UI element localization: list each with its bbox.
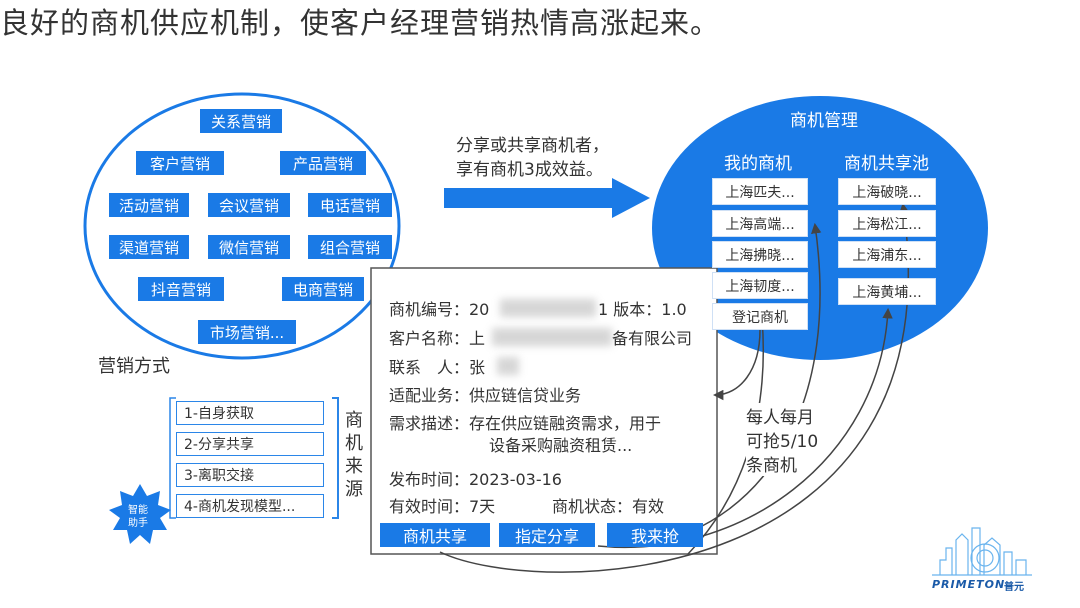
assign-share-button[interactable]: 指定分享 xyxy=(499,523,595,547)
source-discovery-model: 4-商机发现模型... xyxy=(176,494,324,518)
my-opportunities-title: 我的商机 xyxy=(724,154,792,174)
marketing-conference: 会议营销 xyxy=(208,193,290,217)
pool-opportunity-item[interactable]: 上海黄埔... xyxy=(838,278,936,305)
marketing-ecommerce: 电商营销 xyxy=(282,277,364,301)
card-id-prefix: 商机编号：20 xyxy=(389,300,490,319)
grab-note-line3: 条商机 xyxy=(746,451,797,476)
ai-badge-text1: 智能 xyxy=(128,505,148,516)
grab-note-line1: 每人每月 xyxy=(746,403,814,428)
share-arrow xyxy=(444,178,650,218)
marketing-ellipse xyxy=(83,92,401,360)
card-description: 需求描述：存在供应链融资需求，用于 xyxy=(389,414,662,433)
card-customer-prefix: 客户名称：上 xyxy=(389,329,486,348)
my-opportunity-item[interactable]: 上海高端... xyxy=(712,210,808,237)
ai-badge-text2: 助手 xyxy=(128,518,148,529)
my-opportunity-item[interactable]: 上海拂晓... xyxy=(712,241,808,268)
card-customer-redacted xyxy=(492,328,612,346)
opportunity-card-frame xyxy=(370,267,718,555)
opportunity-pool-title: 商机共享池 xyxy=(844,154,929,174)
share-note-line2: 享有商机3成效益。 xyxy=(456,160,603,180)
sources-vertical-char: 来 xyxy=(345,456,363,477)
primeton-logo-cn: 普元 xyxy=(1004,582,1024,593)
marketing-combined: 组合营销 xyxy=(308,235,392,259)
card-publish-time: 发布时间：2023-03-16 xyxy=(389,470,562,489)
share-note-line1: 分享或共享商机者， xyxy=(456,136,609,156)
sources-vertical-char: 机 xyxy=(345,433,363,454)
register-opportunity-button[interactable]: 登记商机 xyxy=(712,303,808,330)
sources-vertical-char: 源 xyxy=(345,479,363,500)
card-description-cont: 设备采购融资租赁... xyxy=(489,436,633,455)
source-share: 2-分享共享 xyxy=(176,432,324,456)
sources-bracket-left xyxy=(169,397,176,519)
my-opportunity-item[interactable]: 上海匹夫... xyxy=(712,178,808,205)
grab-opportunity-button[interactable]: 我来抢 xyxy=(607,523,703,547)
card-id-redacted xyxy=(500,299,596,317)
marketing-event: 活动营销 xyxy=(109,193,189,217)
pool-opportunity-item[interactable]: 上海浦东... xyxy=(838,241,936,268)
card-contact-redacted xyxy=(497,357,519,375)
marketing-label: 营销方式 xyxy=(98,356,170,377)
card-business: 适配业务：供应链信贷业务 xyxy=(389,386,582,405)
marketing-customer: 客户营销 xyxy=(136,151,224,175)
marketing-wechat: 微信营销 xyxy=(208,235,290,259)
my-opportunity-item[interactable]: 上海韧度... xyxy=(712,272,808,299)
marketing-market: 市场营销... xyxy=(198,320,296,344)
share-opportunity-button[interactable]: 商机共享 xyxy=(380,523,490,547)
card-status: 商机状态：有效 xyxy=(552,497,665,516)
sources-vertical-char: 商 xyxy=(345,410,363,431)
pool-opportunity-item[interactable]: 上海破晓... xyxy=(838,178,936,205)
source-self: 1-自身获取 xyxy=(176,401,324,425)
primeton-logo-skyline xyxy=(932,527,1032,576)
connector-4 xyxy=(439,202,910,573)
card-contact: 联系 人：张 xyxy=(389,358,486,377)
page-title: 良好的商机供应机制，使客户经理营销热情高涨起来。 xyxy=(0,6,721,40)
pool-opportunity-item[interactable]: 上海松江... xyxy=(838,210,936,237)
marketing-douyin: 抖音营销 xyxy=(138,277,224,301)
primeton-logo-text: PRIMETON xyxy=(932,578,1006,591)
ai-badge-burst xyxy=(109,484,171,544)
connector-5 xyxy=(712,329,761,401)
marketing-channel: 渠道营销 xyxy=(109,235,189,259)
marketing-product: 产品营销 xyxy=(280,151,366,175)
card-valid-time: 有效时间：7天 xyxy=(389,497,496,516)
card-customer-suffix: 备有限公司 xyxy=(612,329,693,348)
sources-bracket xyxy=(332,397,339,519)
marketing-phone: 电话营销 xyxy=(308,193,392,217)
card-id-version: 1 版本：1.0 xyxy=(598,300,687,319)
grab-note-line2: 可抢5/10 xyxy=(746,427,819,452)
marketing-relationship: 关系营销 xyxy=(200,109,282,133)
source-handover: 3-离职交接 xyxy=(176,463,324,487)
management-title: 商机管理 xyxy=(790,111,858,131)
